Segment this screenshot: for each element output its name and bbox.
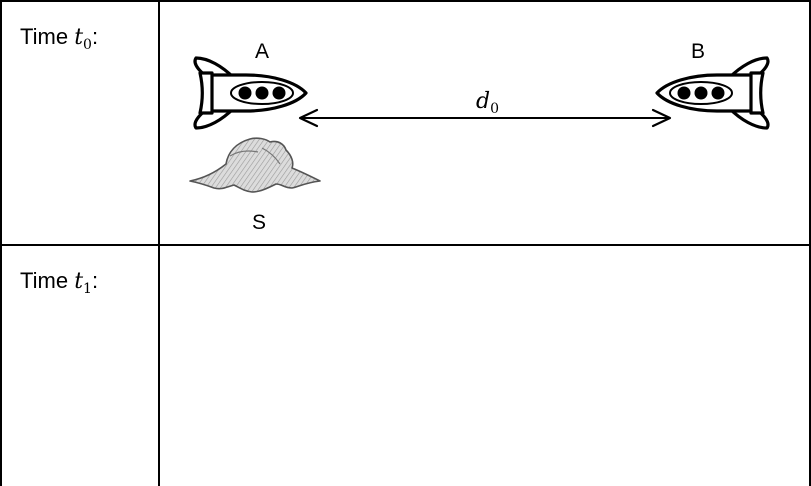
- ship-a-label: A: [255, 40, 269, 63]
- ship-a-rocket-icon: [193, 56, 308, 130]
- ship-a-window-icon: [272, 86, 286, 100]
- row-label-suffix: :: [91, 24, 99, 49]
- table-top-border: [0, 0, 811, 2]
- row-label-time-t0: Time t0:: [20, 24, 98, 58]
- table-left-border: [0, 0, 2, 486]
- table-column-divider: [158, 0, 160, 486]
- row-label-suffix: :: [91, 268, 99, 293]
- ship-b-label: B: [691, 40, 705, 63]
- row-label-prefix: Time: [20, 268, 75, 293]
- ship-a-window-icon: [255, 86, 269, 100]
- saucer-label: S: [252, 211, 266, 234]
- table-row-divider: [0, 244, 811, 246]
- row-label-prefix: Time: [20, 24, 75, 49]
- row-label-time-t1: Time t1:: [20, 268, 98, 302]
- row-label-variable: t0: [74, 25, 92, 53]
- ship-b-rocket-icon: [655, 56, 770, 130]
- row-label-variable: t1: [74, 269, 92, 297]
- table-right-border: [809, 0, 811, 486]
- saucer-flying-saucer-icon: [189, 137, 321, 193]
- distance-label: d0: [476, 89, 499, 117]
- ship-a-window-icon: [238, 86, 252, 100]
